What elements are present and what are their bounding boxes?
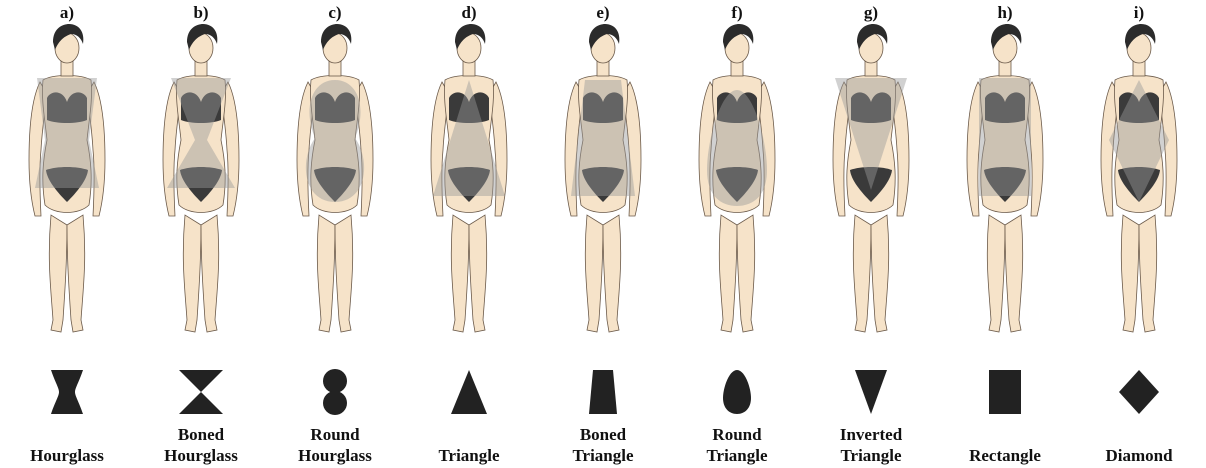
body-figure-illustration <box>7 20 127 340</box>
shape-caption: Round Hourglass <box>268 420 402 466</box>
boned-hourglass-shape-icon <box>161 368 241 416</box>
shape-caption: Hourglass <box>0 420 134 466</box>
boned-triangle-shape-icon <box>563 368 643 416</box>
hourglass-shape-icon <box>27 368 107 416</box>
panel-round-triangle: f)Round Triangle <box>670 0 804 468</box>
body-figure-illustration <box>543 20 663 340</box>
shape-caption: Inverted Triangle <box>804 420 938 466</box>
body-shape-overlay <box>979 78 1031 196</box>
rectangle-shape-icon <box>965 368 1045 416</box>
shape-caption: Diamond <box>1072 420 1206 466</box>
body-figure-illustration <box>945 20 1065 340</box>
body-figure-illustration <box>811 20 931 340</box>
body-shape-overlay <box>306 80 364 202</box>
panel-round-hourglass: c)Round Hourglass <box>268 0 402 468</box>
panel-rectangle: h)Rectangle <box>938 0 1072 468</box>
body-figure-illustration <box>275 20 395 340</box>
shape-caption: Round Triangle <box>670 420 804 466</box>
inverted-triangle-shape-icon <box>831 368 911 416</box>
panel-diamond: i)Diamond <box>1072 0 1206 468</box>
round-triangle-shape-icon <box>697 368 777 416</box>
body-figure-illustration <box>677 20 797 340</box>
panel-boned-triangle: e)Boned Triangle <box>536 0 670 468</box>
body-figure-illustration <box>141 20 261 340</box>
panel-boned-hourglass: b)Boned Hourglass <box>134 0 268 468</box>
round-hourglass-shape-icon <box>295 368 375 416</box>
shape-caption: Boned Hourglass <box>134 420 268 466</box>
triangle-shape-icon <box>429 368 509 416</box>
panel-hourglass: a)Hourglass <box>0 0 134 468</box>
body-figure-illustration <box>409 20 529 340</box>
diamond-shape-icon <box>1099 368 1179 416</box>
panel-triangle: d)Triangle <box>402 0 536 468</box>
body-figure-illustration <box>1079 20 1199 340</box>
shape-caption: Rectangle <box>938 420 1072 466</box>
shape-caption: Triangle <box>402 420 536 466</box>
panel-inverted-triangle: g)Inverted Triangle <box>804 0 938 468</box>
body-shape-overlay <box>35 78 99 188</box>
shape-caption: Boned Triangle <box>536 420 670 466</box>
